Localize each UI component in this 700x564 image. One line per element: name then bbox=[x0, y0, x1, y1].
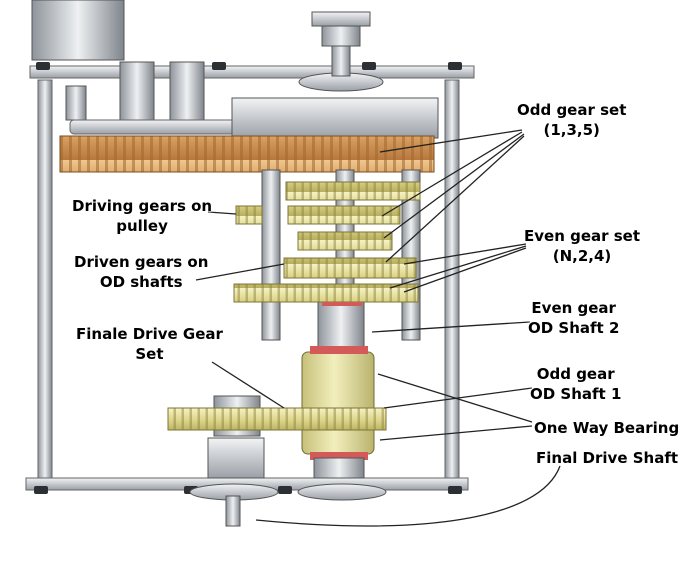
label-finale-drive-gear-set-line2: Set bbox=[135, 345, 164, 363]
label-odd-gear-set-line2: (1,3,5) bbox=[543, 121, 600, 139]
label-final-drive-shaft: Final Drive Shaft bbox=[536, 449, 679, 467]
leader-lines bbox=[195, 129, 561, 527]
housing-plate bbox=[231, 97, 439, 139]
label-odd-gear-set-line1: Odd gear set bbox=[517, 101, 627, 119]
label-even-gear-shaft-line2: OD Shaft 2 bbox=[528, 319, 620, 337]
label-even-gear-shaft: Even gear OD Shaft 2 bbox=[528, 298, 619, 338]
label-driven-gears: Driven gears on OD shafts bbox=[74, 252, 208, 292]
label-odd-gear-shaft: Odd gear OD Shaft 1 bbox=[530, 364, 621, 404]
label-even-gear-set-line2: (N,2,4) bbox=[552, 247, 612, 265]
label-driving-gears-line1: Driving gears on bbox=[72, 197, 213, 215]
label-driven-gears-line2: OD shafts bbox=[99, 273, 183, 291]
label-odd-gear-set: Odd gear set (1,3,5) bbox=[517, 100, 626, 140]
label-even-gear-shaft-line1: Even gear bbox=[531, 299, 616, 317]
label-even-gear-set-line1: Even gear set bbox=[524, 227, 641, 245]
label-finale-drive-gear-set: Finale Drive Gear Set bbox=[76, 324, 223, 364]
gear-stack bbox=[233, 181, 421, 306]
label-driven-gears-line1: Driven gears on bbox=[74, 253, 209, 271]
label-driving-gears-line2: pulley bbox=[116, 217, 168, 235]
one-way-bearing-housing bbox=[301, 346, 375, 460]
final-drive-gears bbox=[167, 395, 387, 479]
label-odd-gear-shaft-line2: OD Shaft 1 bbox=[530, 385, 622, 403]
input-shaft-cap bbox=[298, 11, 384, 92]
timing-belt bbox=[59, 135, 435, 173]
motor-housing bbox=[31, 0, 125, 61]
output-shaft bbox=[189, 483, 387, 527]
idler-pulleys bbox=[65, 61, 251, 135]
label-odd-gear-shaft-line1: Odd gear bbox=[536, 365, 615, 383]
label-even-gear-set: Even gear set (N,2,4) bbox=[524, 226, 640, 266]
label-finale-drive-gear-set-line1: Finale Drive Gear bbox=[76, 325, 223, 343]
label-driving-gears: Driving gears on pulley bbox=[72, 196, 212, 236]
label-one-way-bearing: One Way Bearing bbox=[534, 419, 680, 437]
